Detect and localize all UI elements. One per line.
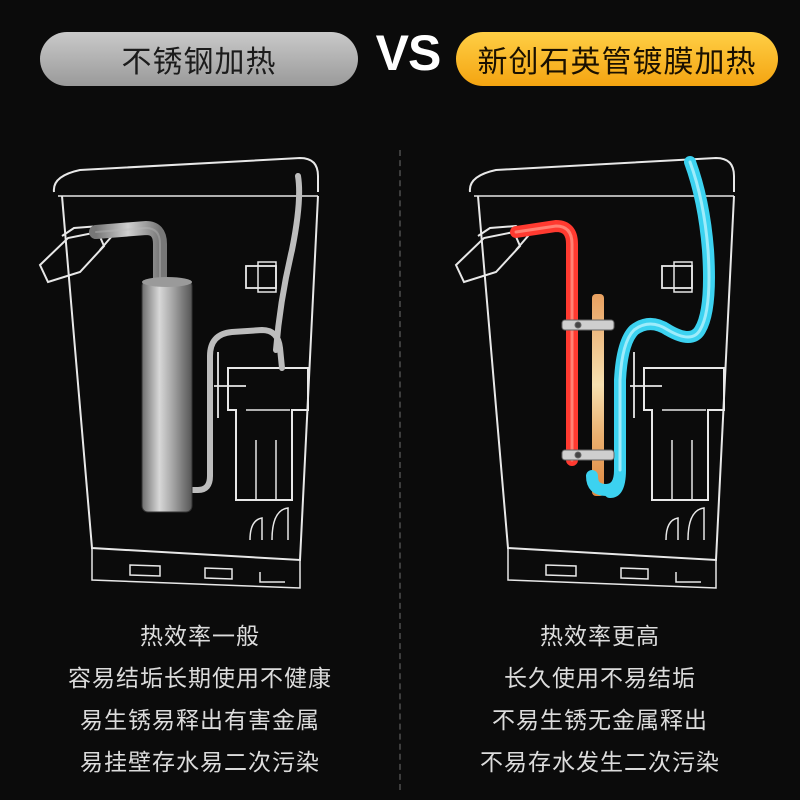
hot-water-pipe <box>510 219 578 466</box>
left-kettle-spout <box>38 230 106 284</box>
quartz-tube-heating-label: 新创石英管镀膜加热 <box>456 32 778 86</box>
quartz-heating-tube <box>592 294 604 496</box>
stainless-heating-element <box>141 279 193 513</box>
quartz-feature: 热效率更高 <box>540 624 660 650</box>
stainless-feature: 热效率一般 <box>140 624 260 650</box>
left-kettle-lid <box>52 156 319 193</box>
quartz-kettle-diagram <box>454 156 735 589</box>
stainless-features-list: 热效率一般 容易结垢长期使用不健康 易生锈易释出有害金属 易挂壁存水易二次污染 <box>20 616 380 784</box>
pipe-clamps <box>561 319 615 461</box>
stainless-feature: 易生锈易释出有害金属 <box>80 708 320 734</box>
stainless-kettle-diagram <box>38 156 319 589</box>
quartz-feature: 不易存水发生二次污染 <box>480 750 720 776</box>
right-kettle-spout <box>454 230 522 284</box>
left-kettle-pump <box>227 367 309 501</box>
vs-label: VS <box>375 25 442 81</box>
right-kettle-pump <box>643 367 725 501</box>
stainless-feature: 易挂壁存水易二次污染 <box>80 750 320 776</box>
left-grey-tube <box>89 220 167 291</box>
stainless-feature: 容易结垢长期使用不健康 <box>68 666 332 692</box>
quartz-features-list: 热效率更高 长久使用不易结垢 不易生锈无金属释出 不易存水发生二次污染 <box>420 616 780 784</box>
quartz-feature: 长久使用不易结垢 <box>504 666 696 692</box>
quartz-feature: 不易生锈无金属释出 <box>492 708 708 734</box>
right-kettle-lid <box>468 156 735 193</box>
left-outlet-tube <box>185 173 303 493</box>
center-divider <box>399 150 401 790</box>
stainless-steel-heating-label: 不锈钢加热 <box>40 32 358 86</box>
